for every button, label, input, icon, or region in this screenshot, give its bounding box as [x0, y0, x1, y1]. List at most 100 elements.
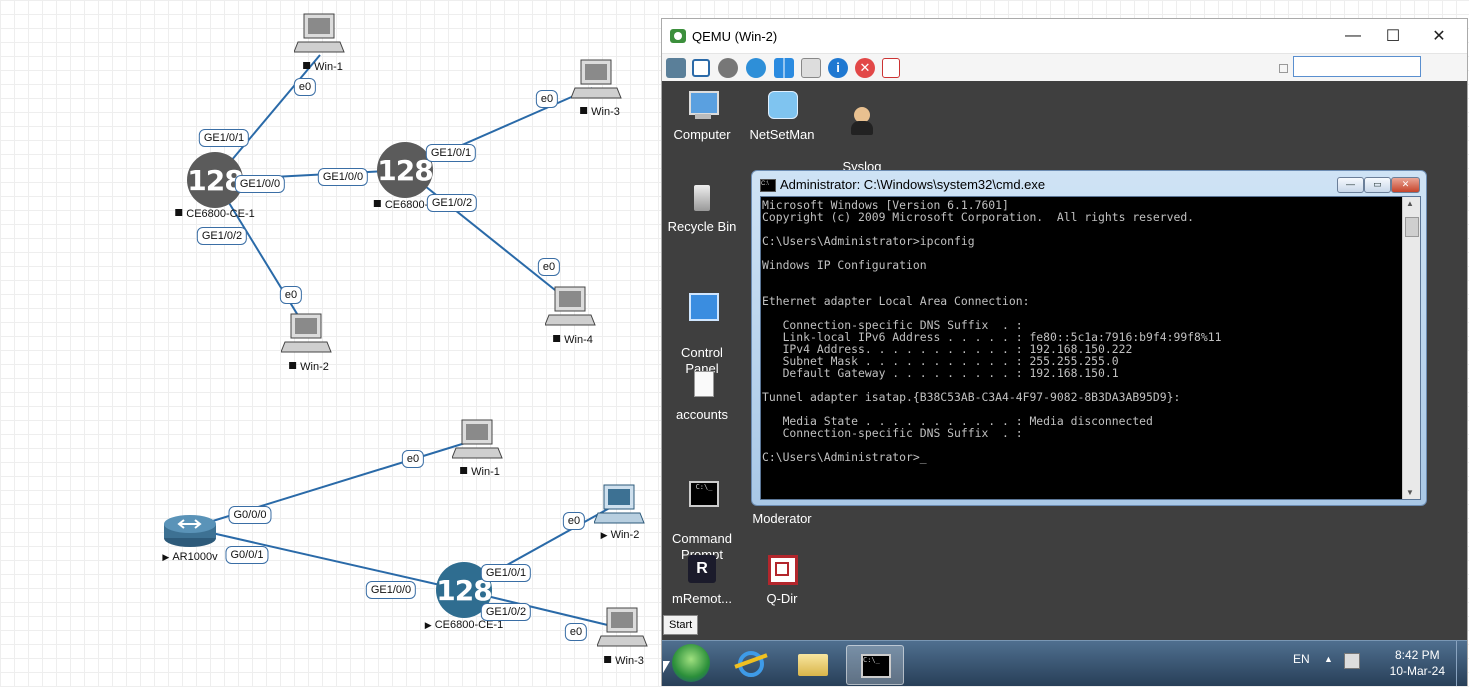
computer-icon [685, 89, 719, 123]
network-tray-icon[interactable] [1344, 653, 1360, 669]
desktop-icon-recycle-bin[interactable]: Recycle Bin [662, 181, 744, 235]
node-label: Win-4 [553, 334, 593, 346]
pc-win-1-icon[interactable] [293, 12, 346, 56]
desktop-icon-label: Computer [673, 127, 731, 142]
qemu-toolbar-input[interactable] [1293, 56, 1421, 77]
node-label: Win-3 [580, 106, 620, 118]
port-label[interactable]: GE1/0/1 [425, 144, 477, 162]
port-label[interactable]: GE1/0/2 [426, 194, 478, 212]
pc-win-3-icon[interactable] [570, 58, 623, 102]
maximize-button[interactable]: ☐ [1385, 28, 1401, 45]
node-label: Win-1 [460, 466, 500, 478]
node-label: ▶AR1000v [162, 551, 218, 563]
port-label[interactable]: e0 [293, 78, 317, 96]
netsetman-icon [765, 89, 799, 123]
clock-date: 10-Mar-24 [1389, 664, 1445, 678]
cmd-window[interactable]: C:\ Administrator: C:\Windows\system32\c… [751, 170, 1427, 506]
port-label[interactable]: GE1/0/0 [317, 168, 369, 186]
scroll-up-icon[interactable]: ▲ [1406, 199, 1414, 208]
desktop-icon-label: mRemot... [672, 591, 732, 606]
mouse-cursor-icon [663, 661, 670, 673]
stop-icon[interactable]: ✕ [855, 58, 875, 78]
node-label: Win-1 [303, 61, 343, 73]
start-button[interactable] [672, 644, 710, 682]
port-label[interactable]: e0 [279, 286, 303, 304]
node-label: CE6800-CE-1 [175, 208, 255, 220]
port-label[interactable]: GE1/0/0 [365, 581, 417, 599]
command-prompt-icon: C:\_ [685, 477, 719, 511]
text-file-icon [685, 369, 719, 403]
scroll-down-icon[interactable]: ▼ [1406, 488, 1414, 497]
port-label[interactable]: e0 [564, 623, 588, 641]
desktop-icon-accounts[interactable]: accounts [662, 369, 744, 423]
cmd-console[interactable]: Microsoft Windows [Version 6.1.7601] Cop… [760, 196, 1421, 500]
pc-win-1-icon[interactable] [451, 418, 504, 462]
tray-expand-icon[interactable]: ▲ [1324, 654, 1333, 664]
taskbar-cmd-icon[interactable]: C:\_ [846, 645, 904, 685]
desktop-icon-moderator[interactable]: Moderator [740, 511, 824, 527]
show-desktop-button[interactable] [1456, 641, 1467, 686]
desktop-icon-control-panel[interactable]: Control Panel [662, 275, 744, 393]
pc-win-4-icon[interactable] [544, 285, 597, 329]
node-label: ▶CE6800-CE-1 [424, 619, 504, 631]
port-label[interactable]: GE1/0/0 [234, 175, 286, 193]
device-icon[interactable] [666, 58, 686, 78]
desktop-icon-mremoteng[interactable]: R mRemot... [662, 553, 744, 607]
toolbar-small-icon [1279, 64, 1288, 73]
close-button[interactable]: ✕ [1432, 28, 1446, 45]
control-panel-icon [685, 291, 719, 325]
desktop-icon-q-dir[interactable]: Q-Dir [740, 553, 824, 607]
qemu-title: QEMU (Win-2) [692, 28, 778, 44]
qemu-titlebar[interactable]: QEMU (Win-2) [662, 19, 1467, 53]
desktop-icon-label: accounts [675, 407, 729, 422]
pc-win-2-icon[interactable] [280, 312, 333, 356]
windows-icon[interactable] [774, 58, 794, 78]
cmd-scrollbar[interactable]: ▲ ▼ [1402, 197, 1420, 499]
port-label[interactable]: GE1/0/1 [480, 564, 532, 582]
port-label[interactable]: GE1/0/1 [198, 129, 250, 147]
cmd-title-icon: C:\ [760, 179, 776, 192]
desktop-icon-netsetman[interactable]: NetSetMan [740, 89, 824, 143]
desktop-icon-label: Moderator [752, 511, 812, 526]
refresh-icon[interactable] [746, 58, 766, 78]
system-clock[interactable]: 8:42 PM 10-Mar-24 [1390, 647, 1445, 679]
language-indicator[interactable]: EN [1293, 652, 1310, 666]
desktop-icon-label: Recycle Bin [667, 219, 737, 234]
port-label[interactable]: G0/0/1 [225, 546, 269, 564]
port-label[interactable]: e0 [562, 512, 586, 530]
desktop-icon-label: Q-Dir [766, 591, 798, 606]
cmd-minimize-button[interactable]: — [1337, 177, 1364, 193]
pc-win-3-icon[interactable] [596, 606, 649, 650]
qemu-window[interactable]: QEMU (Win-2) — ☐ ✕ i ✕ Computer NetSetMa… [661, 18, 1468, 686]
router-ar1000v-icon[interactable] [162, 512, 218, 548]
info-icon[interactable]: i [828, 58, 848, 78]
settings-icon[interactable] [718, 58, 738, 78]
cmd-maximize-button[interactable]: ▭ [1364, 177, 1391, 193]
switch-ce6800-c-icon[interactable]: 128 [377, 142, 434, 198]
port-label[interactable]: G0/0/0 [228, 506, 272, 524]
mremoteng-icon: R [685, 553, 719, 587]
port-label[interactable]: e0 [535, 90, 559, 108]
switch-ce6800-ce-1-icon[interactable]: 128 [187, 152, 244, 208]
node-label: ▶Win-2 [600, 529, 640, 541]
port-label[interactable]: GE1/0/2 [196, 227, 248, 245]
desktop-icon-computer[interactable]: Computer [662, 89, 744, 143]
guest-desktop[interactable]: Computer NetSetMan Syslog Watc... Recycl… [662, 81, 1467, 686]
fullscreen-icon[interactable] [692, 59, 710, 77]
taskbar-ie-icon[interactable] [724, 645, 780, 683]
clock-time: 8:42 PM [1394, 648, 1440, 662]
scroll-thumb[interactable] [1405, 217, 1419, 237]
pc-win-2-icon[interactable] [593, 483, 646, 527]
cmd-close-button[interactable]: ✕ [1391, 177, 1420, 193]
taskbar-explorer-icon[interactable] [786, 645, 842, 683]
q-dir-icon [765, 553, 799, 587]
port-label[interactable]: GE1/0/2 [480, 603, 532, 621]
port-label[interactable]: e0 [401, 450, 425, 468]
port-label[interactable]: e0 [537, 258, 561, 276]
minimize-button[interactable]: — [1345, 27, 1361, 44]
keyboard-icon[interactable] [801, 58, 821, 78]
recycle-bin-icon [685, 181, 719, 215]
qemu-app-icon [670, 29, 686, 43]
syslog-watcher-icon [845, 105, 879, 139]
disconnect-icon[interactable] [882, 58, 900, 78]
